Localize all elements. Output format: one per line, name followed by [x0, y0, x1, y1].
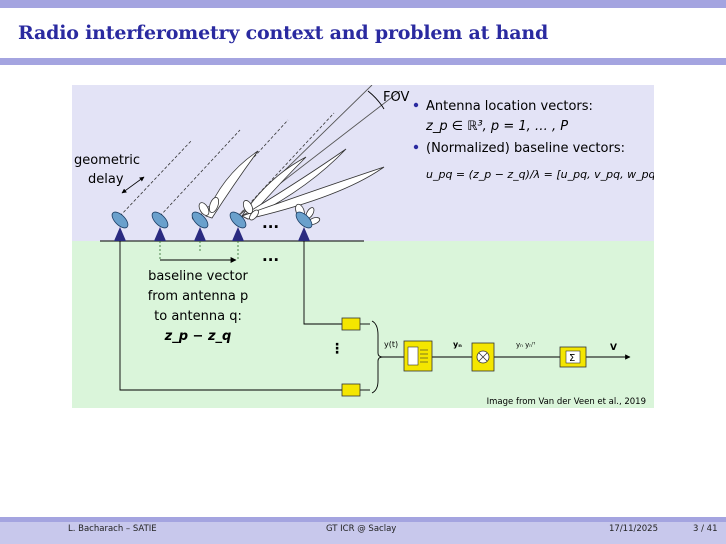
receiver-box-2	[341, 383, 361, 397]
geometric-delay-label-2: delay	[88, 172, 124, 187]
baseline-formula: z_p − z_q	[164, 329, 232, 344]
fov-arc	[367, 90, 385, 110]
antenna-ellipsis-sky: ...	[262, 214, 279, 232]
signal-wires	[119, 241, 631, 394]
antenna-5	[295, 211, 313, 241]
bullet-1-line-1: Antenna location vectors:	[426, 99, 593, 114]
bullet-1-line-2: z_p ∈ ℝ³, p = 1, … , P	[425, 119, 568, 134]
title-underline	[0, 58, 726, 65]
sum-block	[559, 346, 587, 368]
bullet-2-line-1: (Normalized) baseline vectors:	[426, 141, 625, 156]
antenna-3	[191, 211, 209, 241]
antenna-1	[111, 211, 129, 241]
geometric-delay-arrow	[121, 176, 145, 194]
ground-region	[72, 241, 654, 408]
sampler-block	[403, 340, 433, 372]
antenna-4	[229, 211, 247, 241]
sum-symbol: Σ	[569, 353, 575, 364]
footer-page: 3 / 41	[693, 524, 718, 534]
fov-label: FOV	[383, 90, 409, 105]
signal-label: y(t)	[384, 340, 398, 349]
image-credit: Image from Van der Veen et al., 2019	[487, 397, 646, 407]
sky-region	[72, 85, 654, 241]
geometric-delay-label-1: geometric	[74, 153, 140, 168]
slide-title: Radio interferometry context and problem…	[18, 22, 549, 44]
baseline-label-3: to antenna q:	[154, 309, 242, 324]
top-banner	[0, 0, 726, 8]
receiver-ellipsis: ⋮	[330, 341, 344, 357]
footer-date: 17/11/2025	[609, 524, 658, 534]
footer-author: L. Bacharach – SATIE	[68, 524, 157, 534]
antenna-2	[151, 211, 169, 241]
sample-label: yₙ	[453, 340, 462, 349]
outer-product-block	[471, 342, 495, 372]
receiver-box-1	[341, 317, 361, 331]
footer-line	[0, 517, 726, 522]
baseline-label-1: baseline vector	[148, 269, 248, 284]
beam-lobes	[191, 148, 385, 225]
interferometry-figure: geometric delay FOV	[72, 85, 654, 408]
bullet-dot-2	[413, 144, 419, 150]
footer-event: GT ICR @ Saclay	[326, 524, 397, 534]
baseline-label-2: from antenna p	[148, 289, 249, 304]
bullet-dot-1	[413, 102, 419, 108]
bullet-2-formula: u_pq = (z_p − z_q)/λ = [u_pq, v_pq, w_pq…	[426, 168, 654, 181]
antenna-ellipsis-ground: ...	[262, 247, 279, 265]
output-label: V	[610, 343, 617, 353]
outer-product-label: yₙ yₙᴴ	[516, 341, 535, 349]
bullet-list: Antenna location vectors: z_p ∈ ℝ³, p = …	[413, 99, 654, 181]
